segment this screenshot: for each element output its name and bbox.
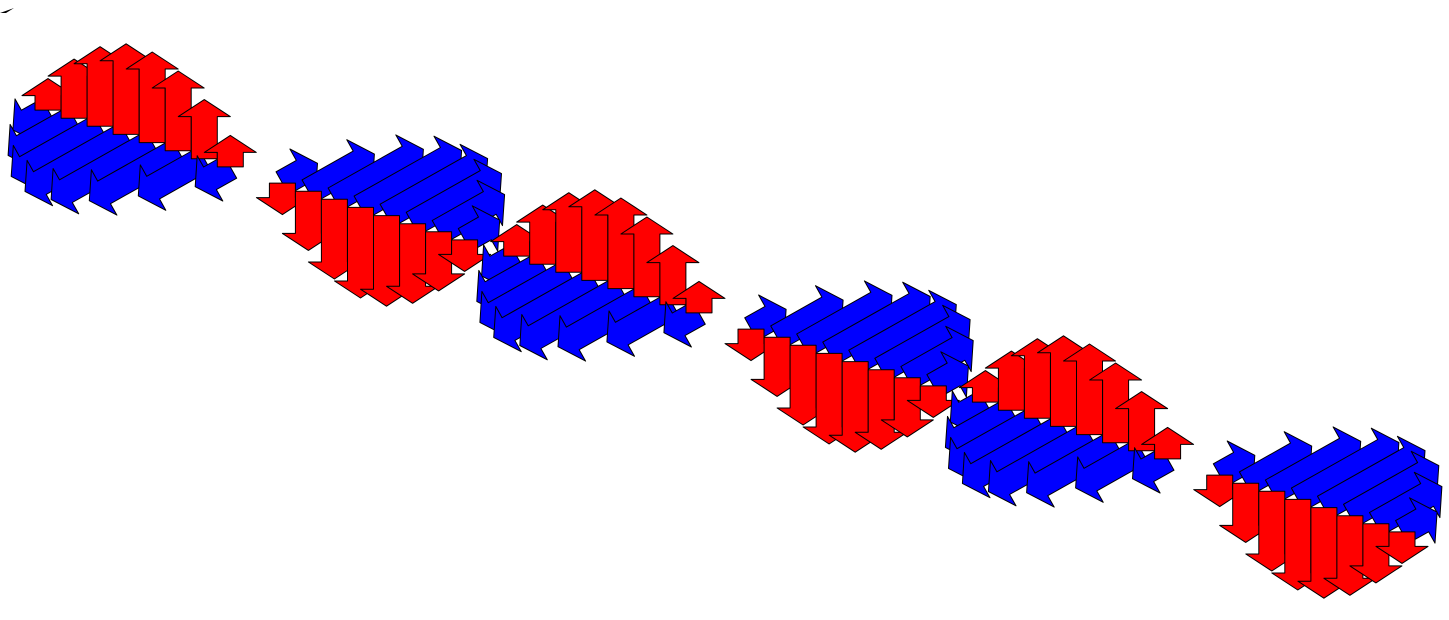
magnetic-field-arrow — [1369, 471, 1443, 536]
electric-field-arrow — [438, 239, 492, 272]
electric-field-arrow — [906, 385, 960, 418]
magnetic-field-arrow — [431, 179, 506, 244]
arrow-layer — [7, 43, 1443, 599]
electric-field-arrow — [672, 280, 726, 314]
electric-field-arrow — [1141, 426, 1195, 460]
magnetic-field-arrow — [900, 325, 974, 390]
electric-field-arrow — [203, 134, 257, 168]
electric-field-arrow — [1375, 531, 1429, 564]
partial-arrow-fragment — [0, 8, 14, 13]
